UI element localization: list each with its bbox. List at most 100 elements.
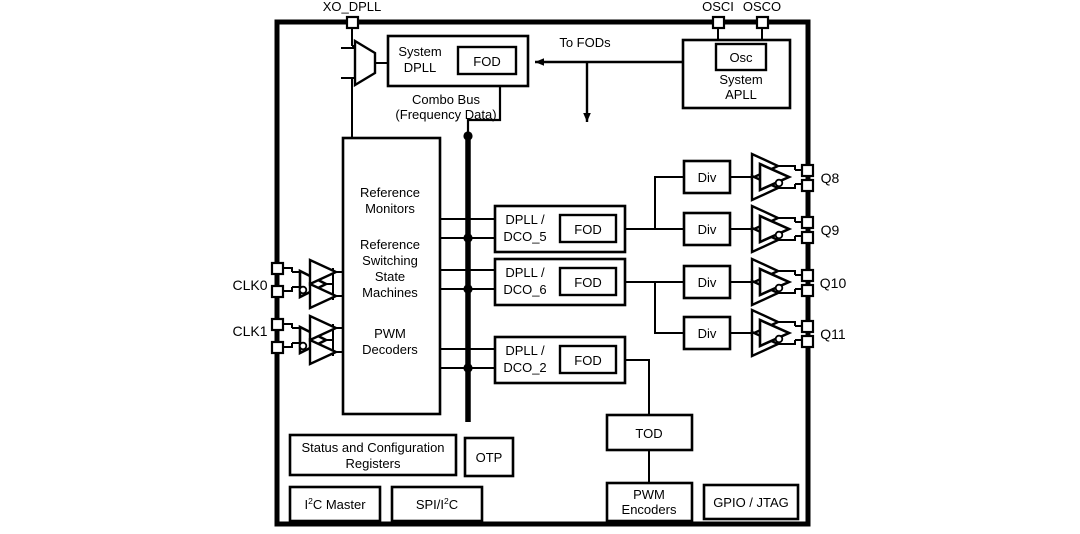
- status-registers-label-1: Status and Configuration: [301, 440, 444, 455]
- status-registers-label-2: Registers: [346, 456, 401, 471]
- div-label-q9: Div: [698, 222, 717, 237]
- pin-label-q8: Q8: [821, 170, 840, 186]
- pin-label-clk1: CLK1: [232, 323, 267, 339]
- osc-label: Osc: [729, 50, 753, 65]
- inverting-bubble-q9: [774, 230, 784, 240]
- div-label-q8: Div: [698, 170, 717, 185]
- clk1-pad-n: [270, 340, 285, 355]
- spi-i2c-label: SPI/I2C: [416, 496, 458, 512]
- q11-pad-n: [800, 334, 815, 349]
- system-dpll-label-1: System: [398, 44, 441, 59]
- q9-pad-p: [800, 215, 815, 230]
- buffer-clk0-upper: [308, 258, 339, 286]
- xo-dpll-pad: [345, 15, 360, 30]
- wire-q8-pad-bot: [778, 184, 796, 189]
- pin-label-q11: Q11: [820, 326, 846, 342]
- dpll-dco-5-fod-label: FOD: [574, 222, 601, 237]
- output-driver-q9: Q9: [730, 204, 840, 254]
- wire-q10-pad-bot: [778, 289, 796, 294]
- dpll-dco-2-fod-label: FOD: [574, 353, 601, 368]
- pwm-encoders-label-2: Encoders: [622, 502, 677, 517]
- wire-dpll2-to-tod: [625, 359, 650, 415]
- buffer-clk0-lower: [308, 282, 339, 310]
- input-receiver-clk1: CLK1: [232, 314, 343, 366]
- combo-bus-junction-dpll2: [463, 363, 473, 373]
- system-apll-label-1: System: [719, 72, 762, 87]
- inverting-bubble-q10: [774, 283, 784, 293]
- output-driver-q11: Q11: [730, 308, 846, 358]
- system-dpll-label-2: DPLL: [404, 60, 437, 75]
- q9-pad-n: [800, 230, 815, 245]
- clk1-pad-p: [270, 317, 285, 332]
- pin-label-q10: Q10: [820, 275, 847, 291]
- system-dpll-fod-box: [456, 45, 518, 76]
- gpio-jtag-block: [702, 483, 800, 521]
- osci-pad: [711, 15, 726, 30]
- dpll-dco-5-fod-box: [558, 213, 618, 244]
- div-block-q11: [682, 315, 732, 351]
- pin-label-xo-dpll: XO_DPLL: [323, 0, 382, 14]
- q10-pad-n: [800, 283, 815, 298]
- wire-q11-pad-bot: [778, 340, 796, 345]
- system-apll-label-2: APLL: [725, 87, 757, 102]
- core-label-ref-monitors-2: Monitors: [365, 201, 415, 216]
- pwm-encoders-block: [605, 481, 694, 523]
- pin-label-q9: Q9: [821, 222, 840, 238]
- output-driver-q8: Q8: [730, 152, 840, 202]
- wire-clk0-pad-n-link: [283, 287, 293, 292]
- core-label-switching-3: State: [375, 269, 405, 284]
- output-driver-triangle-q8: [758, 161, 793, 193]
- wire-q9-pad-top: [778, 217, 796, 222]
- dpll-dco-6-label-1: DPLL /: [505, 265, 545, 280]
- wire-dpll5-to-div-q8: [654, 176, 684, 229]
- core-label-switching-4: Machines: [362, 285, 418, 300]
- osc-box: [714, 42, 768, 72]
- wire-dpll6-to-div-q11: [654, 282, 684, 334]
- core-label-ref-monitors-1: Reference: [360, 185, 420, 200]
- clk0-pad-n: [270, 284, 285, 299]
- dpll-dco-2-label-1: DPLL /: [505, 343, 545, 358]
- dpll-dco-6-fod-label: FOD: [574, 275, 601, 290]
- inverting-bubble-q8: [774, 178, 784, 188]
- system-dpll-fod-label: FOD: [473, 54, 500, 69]
- pin-label-clk0: CLK0: [232, 277, 267, 293]
- buffer-clk1-upper: [308, 314, 339, 342]
- pin-osco: OSCO: [743, 0, 781, 30]
- to-fods-label: To FODs: [559, 35, 611, 50]
- wire-clk1-pad-n-link: [283, 343, 293, 348]
- i2c-master-label: I2C Master: [304, 496, 366, 512]
- pin-xo-dpll: XO_DPLL: [323, 0, 382, 30]
- inverting-bubble-clk1: [298, 341, 308, 351]
- combo-bus-junction-dpll6: [463, 284, 473, 294]
- q8-pad-n: [800, 178, 815, 193]
- core-label-pwm-2: Decoders: [362, 342, 418, 357]
- dpll-dco-5-label-1: DPLL /: [505, 212, 545, 227]
- wire-clk1-pad-p-link: [283, 323, 293, 328]
- wire-q9-pad-bot: [778, 236, 796, 241]
- q8-pad-p: [800, 163, 815, 178]
- core-label-switching-1: Reference: [360, 237, 420, 252]
- otp-block: [463, 436, 515, 478]
- spi-i2c-block: [390, 485, 484, 523]
- combo-bus-label-1: Combo Bus: [412, 92, 480, 107]
- dpll-dco-2-fod-box: [558, 344, 618, 375]
- inverting-bubble-clk0: [298, 285, 308, 295]
- otp-label: OTP: [476, 450, 503, 465]
- output-driver-triangle-q9: [758, 213, 793, 245]
- combo-bus-junction-dpll5: [463, 233, 473, 243]
- input-receiver-clk0: CLK0: [232, 258, 343, 310]
- gpio-jtag-label: GPIO / JTAG: [713, 495, 789, 510]
- dpll-dco-2-label-2: DCO_2: [503, 360, 546, 375]
- inverting-bubble-q11: [774, 334, 784, 344]
- core-label-pwm-1: PWM: [374, 326, 406, 341]
- output-driver-q10: Q10: [730, 257, 847, 307]
- dpll-dco-5-label-2: DCO_5: [503, 229, 546, 244]
- tod-label: TOD: [635, 426, 662, 441]
- pin-label-osci: OSCI: [702, 0, 734, 14]
- wire-clk0-pad-p-link: [283, 267, 293, 272]
- q10-pad-p: [800, 268, 815, 283]
- core-logic-block: [341, 136, 442, 416]
- wire-q8-pad-top: [778, 165, 796, 170]
